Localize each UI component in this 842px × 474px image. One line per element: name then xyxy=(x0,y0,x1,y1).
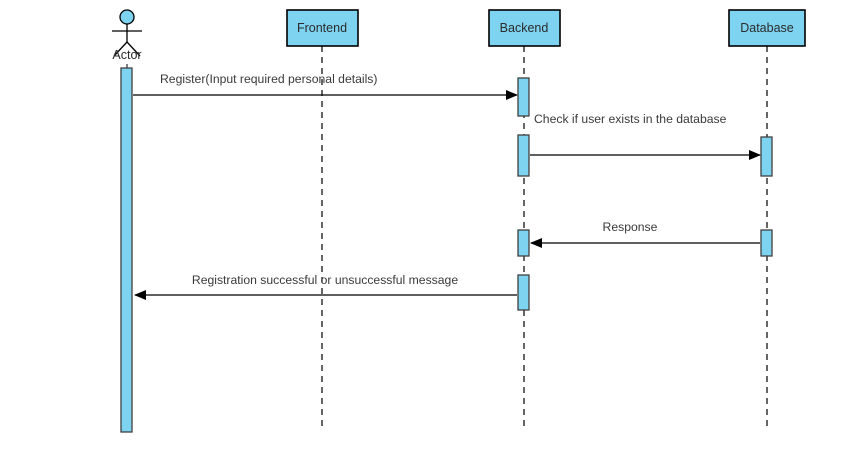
message-check-user[interactable]: Check if user exists in the database xyxy=(530,112,761,160)
message-registration-result[interactable]: Registration successful or unsuccessful … xyxy=(134,273,517,300)
message-label-check-user: Check if user exists in the database xyxy=(534,112,727,126)
activation-bar-database-1[interactable] xyxy=(760,136,773,177)
message-label-register: Register(Input required personal details… xyxy=(160,72,377,86)
participant-database[interactable]: Database xyxy=(728,9,806,47)
message-label-registration-result: Registration successful or unsuccessful … xyxy=(192,273,458,287)
activation-bar-backend-4[interactable] xyxy=(517,274,530,311)
participant-box-frontend[interactable] xyxy=(286,9,359,47)
activation-bar-actor[interactable] xyxy=(120,67,133,433)
participant-label-database: Database xyxy=(740,21,794,35)
actor-right-leg-line xyxy=(126,41,141,57)
participant-label-backend: Backend xyxy=(500,21,549,35)
actor-head-icon xyxy=(119,9,135,25)
activation-bars-group xyxy=(120,67,773,433)
participant-backend[interactable]: Backend xyxy=(488,9,561,47)
message-response[interactable]: Response xyxy=(530,220,760,248)
participant-label-frontend: Frontend xyxy=(297,21,347,35)
activation-bar-backend-1[interactable] xyxy=(517,77,530,117)
participant-box-database[interactable] xyxy=(728,9,806,47)
activation-bar-database-2[interactable] xyxy=(760,229,773,257)
actor-label: Actor xyxy=(112,48,141,62)
lifelines-group xyxy=(126,46,768,432)
participant-box-backend[interactable] xyxy=(488,9,561,47)
activation-bar-backend-2[interactable] xyxy=(517,134,530,177)
actor-figure[interactable]: Actor xyxy=(112,9,142,62)
message-label-response: Response xyxy=(603,220,658,234)
message-register[interactable]: Register(Input required personal details… xyxy=(133,72,518,100)
activation-bar-backend-3[interactable] xyxy=(517,229,530,257)
actor-left-leg-line xyxy=(113,41,128,57)
participant-frontend[interactable]: Frontend xyxy=(286,9,359,47)
